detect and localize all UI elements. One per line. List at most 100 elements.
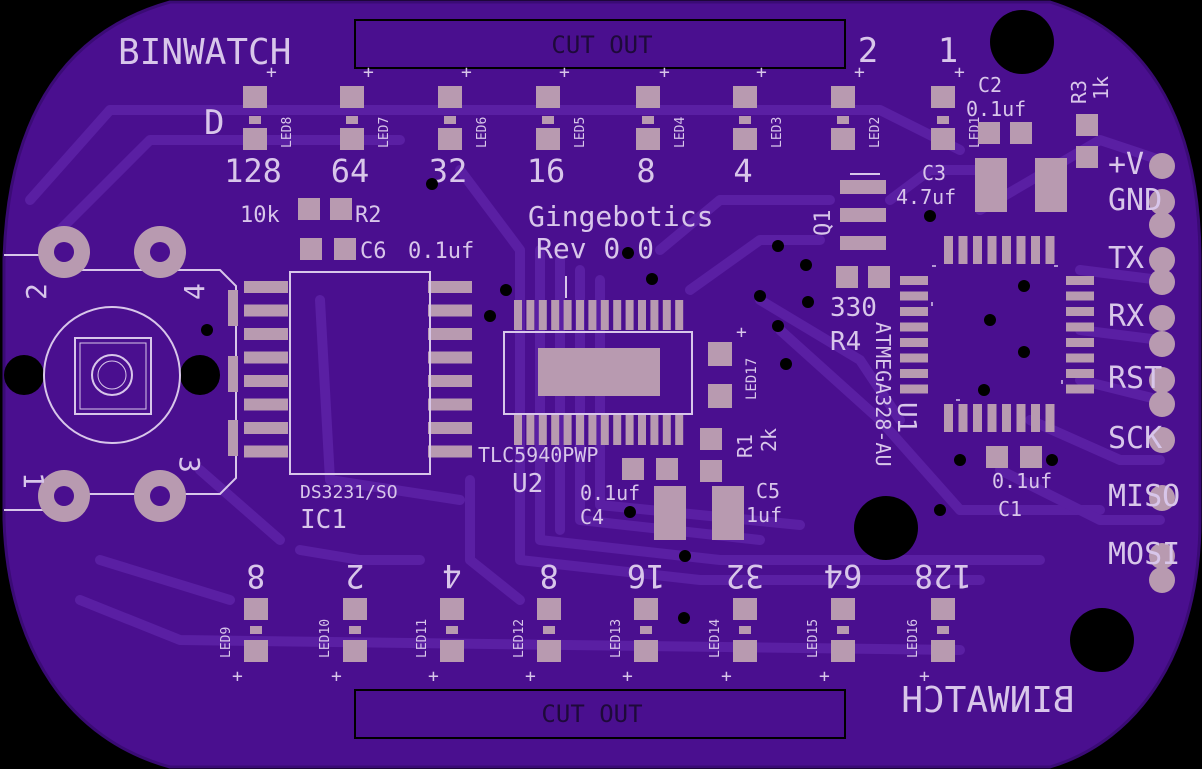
led-ref: LED11 bbox=[415, 619, 430, 658]
r3-pad bbox=[1076, 146, 1098, 168]
led-pad bbox=[244, 598, 268, 620]
vias bbox=[201, 178, 1058, 624]
led-plus: + bbox=[721, 666, 732, 687]
ic1-chip bbox=[244, 271, 472, 475]
c6-pad bbox=[334, 238, 356, 260]
led-pad bbox=[837, 626, 849, 634]
bit-weight-label: 8 bbox=[246, 557, 265, 595]
header-pin-label: MOSI bbox=[1108, 537, 1180, 572]
c1-pad bbox=[986, 446, 1008, 468]
u1-chip bbox=[900, 236, 1094, 432]
ic1-ref: IC1 bbox=[300, 505, 347, 535]
led-plus: + bbox=[819, 666, 830, 687]
led-pad bbox=[542, 116, 554, 124]
maker-label: Gingebotics bbox=[528, 200, 713, 233]
led-pad bbox=[831, 598, 855, 620]
bit-weight-label: 8 bbox=[539, 557, 558, 595]
led-plus: + bbox=[756, 62, 767, 83]
c1-pad bbox=[1020, 446, 1042, 468]
led-pad bbox=[537, 640, 561, 662]
led-pad bbox=[244, 640, 268, 662]
led-ref: LED3 bbox=[770, 117, 785, 148]
led-pad bbox=[937, 626, 949, 634]
digit-label-d: D bbox=[204, 103, 224, 143]
c2-value: 0.1uf bbox=[966, 97, 1026, 121]
led-plus: + bbox=[461, 62, 472, 83]
c4-pad bbox=[656, 458, 678, 480]
led-plus: + bbox=[559, 62, 570, 83]
mounting-hole bbox=[4, 355, 44, 395]
led-pad bbox=[739, 116, 751, 124]
header-pin-label: TX bbox=[1108, 241, 1144, 276]
header-pin-label: +V bbox=[1108, 147, 1144, 182]
led-pad bbox=[636, 128, 660, 150]
c1-ref: C1 bbox=[998, 497, 1022, 521]
led17-pad bbox=[708, 384, 732, 408]
led-pad bbox=[931, 128, 955, 150]
bit-weight-label: 32 bbox=[726, 557, 765, 595]
bit-weight-label: 2 bbox=[345, 557, 364, 595]
encoder-pin-3: 3 bbox=[173, 456, 206, 473]
led-pad bbox=[931, 86, 955, 108]
c3-pad bbox=[975, 158, 1007, 212]
led-plus: + bbox=[854, 62, 865, 83]
led-plus: + bbox=[266, 62, 277, 83]
q1-transistor bbox=[840, 173, 886, 250]
c5-ref: C5 bbox=[756, 479, 780, 503]
led-pad bbox=[536, 128, 560, 150]
r2-pad bbox=[330, 198, 352, 220]
mounting-hole bbox=[1070, 608, 1134, 672]
led-plus: + bbox=[363, 62, 374, 83]
led-pad bbox=[340, 128, 364, 150]
r1-pad bbox=[700, 428, 722, 450]
bit-weight-label: 128 bbox=[914, 557, 972, 595]
led-plus: + bbox=[954, 62, 965, 83]
led-plus: + bbox=[525, 666, 536, 687]
led-pad bbox=[543, 626, 555, 634]
column-label-1: 1 bbox=[938, 31, 958, 71]
header-pin-label: SCK bbox=[1108, 421, 1162, 456]
r4-pad bbox=[836, 266, 858, 288]
led17-plus: + bbox=[736, 322, 747, 343]
led-pad bbox=[634, 598, 658, 620]
c4-value: 0.1uf bbox=[580, 481, 640, 505]
led-pad bbox=[733, 598, 757, 620]
r3-pad bbox=[1076, 114, 1098, 136]
header-pin-label: GND bbox=[1108, 183, 1162, 218]
column-label-2: 2 bbox=[858, 31, 878, 71]
led-pad bbox=[536, 86, 560, 108]
led-pad bbox=[831, 640, 855, 662]
mounting-hole bbox=[180, 355, 220, 395]
led-ref: LED10 bbox=[318, 619, 333, 658]
u1-ref: U1 bbox=[891, 402, 921, 433]
r1-ref: R1 bbox=[733, 434, 757, 458]
cutout-bottom-box bbox=[354, 689, 846, 739]
c1-value: 0.1uf bbox=[992, 469, 1052, 493]
header-pin-label: MISO bbox=[1108, 479, 1180, 514]
led-pad bbox=[440, 598, 464, 620]
bit-weight-label: 64 bbox=[824, 557, 863, 595]
c5-value: 1uf bbox=[746, 503, 782, 527]
led-ref: LED13 bbox=[609, 619, 624, 658]
r3-value: 1k bbox=[1089, 76, 1113, 100]
mounting-hole bbox=[990, 10, 1054, 74]
led-plus: + bbox=[919, 666, 930, 687]
r1-value: 2k bbox=[757, 428, 781, 452]
led-ref: LED5 bbox=[573, 117, 588, 148]
led-ref: LED7 bbox=[377, 117, 392, 148]
c3-value: 4.7uf bbox=[896, 185, 956, 209]
c2-pad bbox=[1010, 122, 1032, 144]
led-pad bbox=[733, 640, 757, 662]
cutout-top-label: CUT OUT bbox=[551, 31, 652, 59]
led-pad bbox=[249, 116, 261, 124]
led-pad bbox=[243, 86, 267, 108]
led-ref: LED9 bbox=[219, 627, 234, 658]
led-ref: LED15 bbox=[806, 619, 821, 658]
led-pad bbox=[250, 626, 262, 634]
mounting-hole bbox=[854, 496, 918, 560]
bit-weight-label: 16 bbox=[627, 557, 666, 595]
c4-ref: C4 bbox=[580, 505, 604, 529]
led-pad bbox=[343, 640, 367, 662]
